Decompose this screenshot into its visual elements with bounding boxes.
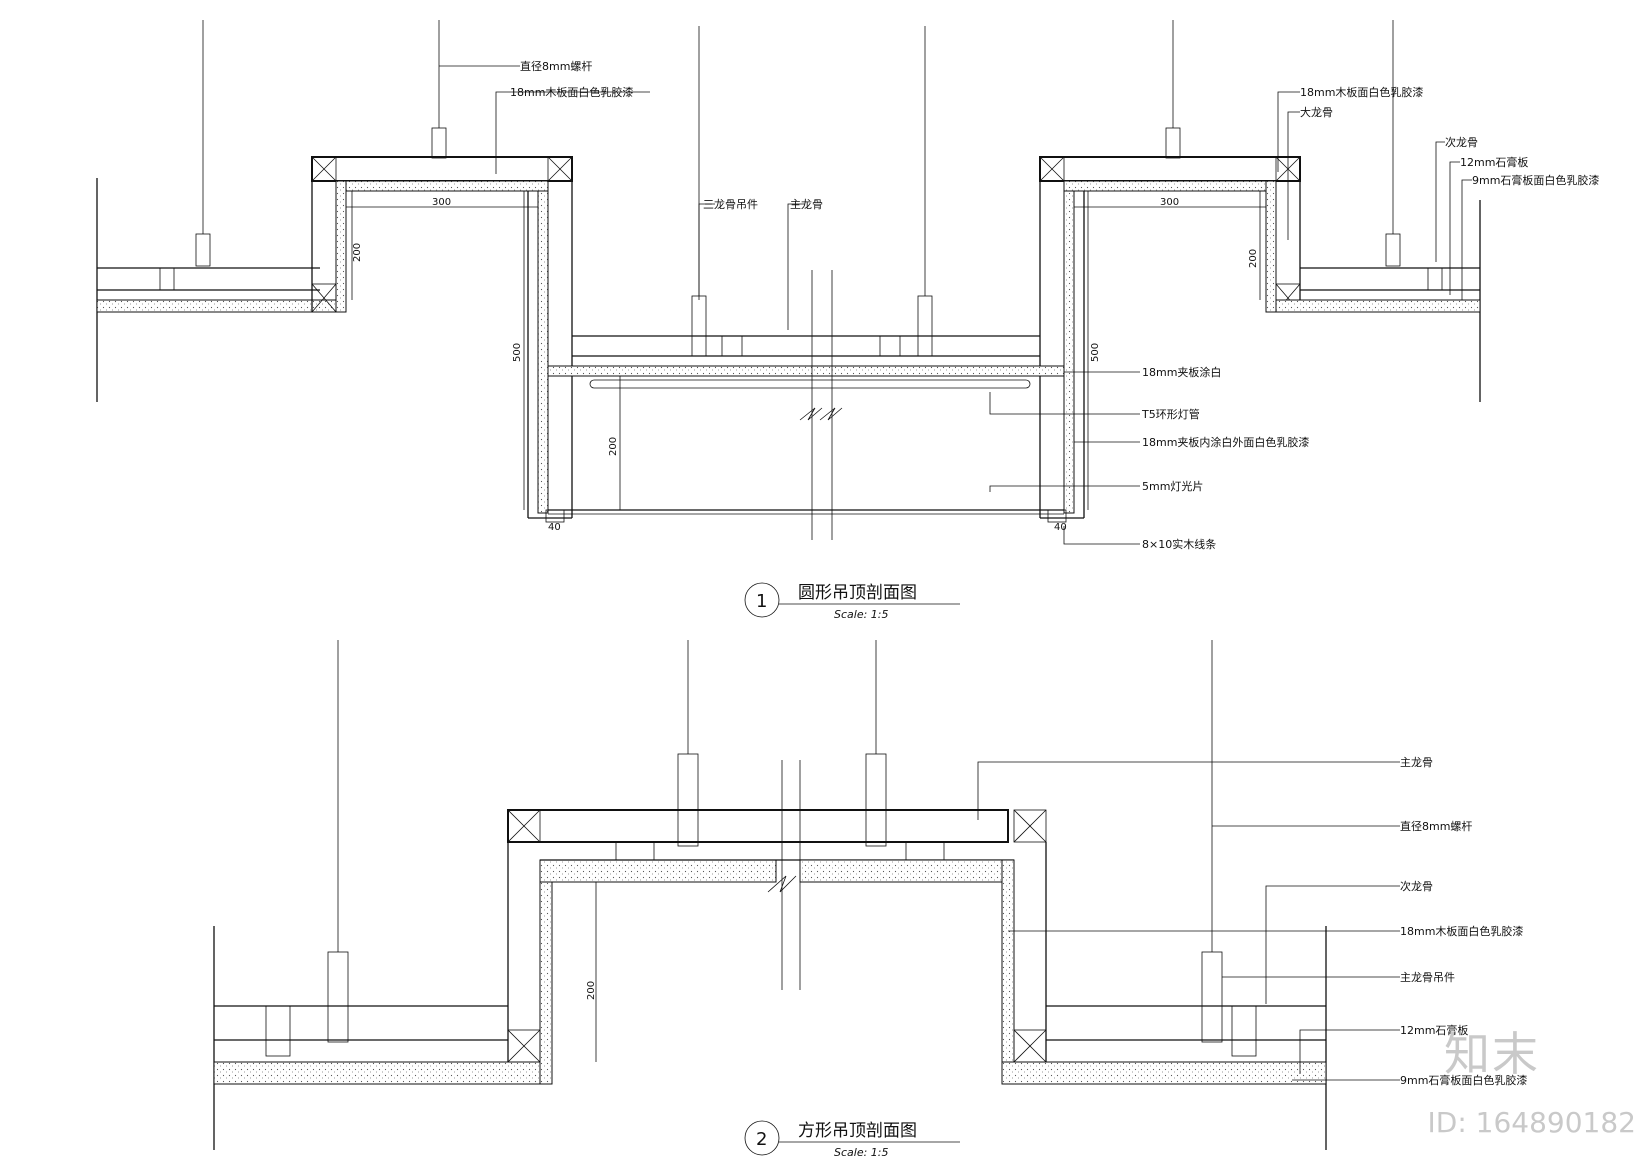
s2-label-gypsum: 12mm石膏板 [1400,1023,1468,1037]
s1-label-sub-keel: 次龙骨 [1445,135,1478,149]
s2-label-board: 18mm木板面白色乳胶漆 [1400,924,1523,938]
watermark-id: ID: 164890182 [1427,1106,1636,1139]
s1-dim-h-right: 200 [1248,249,1259,268]
s2-scale: Scale: 1:5 [834,1146,889,1159]
s1-label-wood-strip: 8×10实木线条 [1142,537,1216,551]
s1-label-bolt: 直径8mm螺杆 [520,59,592,73]
s1-label-main-keel: 主龙骨 [790,198,823,211]
s2-number: 2 [756,1129,767,1150]
s2-label-hanger: 主龙骨吊件 [1400,971,1455,984]
s1-dim-w-right: 300 [1160,197,1179,208]
section2-drawing: 200 主龙骨 直径8mm螺杆 次龙骨 18mm木板面白色乳胶漆 主龙骨吊件 1… [213,640,1527,1159]
s1-dim-500-right: 500 [1090,343,1101,362]
s1-label-gypsum: 12mm石膏板 [1460,155,1528,169]
s1-dim-w-left: 300 [432,197,451,208]
s1-dim-h-left: 200 [352,243,363,262]
s1-dim-200-mid: 200 [608,437,619,456]
section1-drawing: 直径8mm螺杆 18mm木板面白色乳胶漆 三龙骨吊件 主龙骨 18mm木板面白色… [96,20,1599,621]
s1-label-board-right: 18mm木板面白色乳胶漆 [1300,85,1423,99]
s2-label-gypsum-paint: 9mm石膏板面白色乳胶漆 [1400,1073,1527,1087]
s2-label-sub-keel: 次龙骨 [1400,879,1433,893]
s2-title: 方形吊顶剖面图 [798,1121,917,1141]
s1-label-hanger: 三龙骨吊件 [703,198,758,211]
s1-label-gypsum-paint: 9mm石膏板面白色乳胶漆 [1472,173,1599,187]
s2-label-bolt: 直径8mm螺杆 [1400,819,1472,833]
s1-dim-40-right: 40 [1054,522,1067,533]
s1-dim-40-left: 40 [548,522,561,533]
s1-label-big-keel: 大龙骨 [1300,105,1333,119]
s1-label-lamp: T5环形灯管 [1141,407,1200,421]
s1-number: 1 [756,591,767,612]
s1-label-plywood-white: 18mm夹板涂白 [1142,365,1221,379]
s1-label-plywood-inner: 18mm夹板内涂白外面白色乳胶漆 [1142,435,1309,449]
s1-label-board-left: 18mm木板面白色乳胶漆 [510,85,633,99]
s1-scale: Scale: 1:5 [834,608,889,621]
s1-label-light-panel: 5mm灯光片 [1142,479,1203,493]
watermark-logo: 知末 [1444,1027,1540,1081]
s2-dim-200: 200 [586,981,597,1000]
s2-label-main-keel: 主龙骨 [1400,756,1433,769]
s1-dim-500-left: 500 [512,343,523,362]
s1-title: 圆形吊顶剖面图 [798,583,917,603]
